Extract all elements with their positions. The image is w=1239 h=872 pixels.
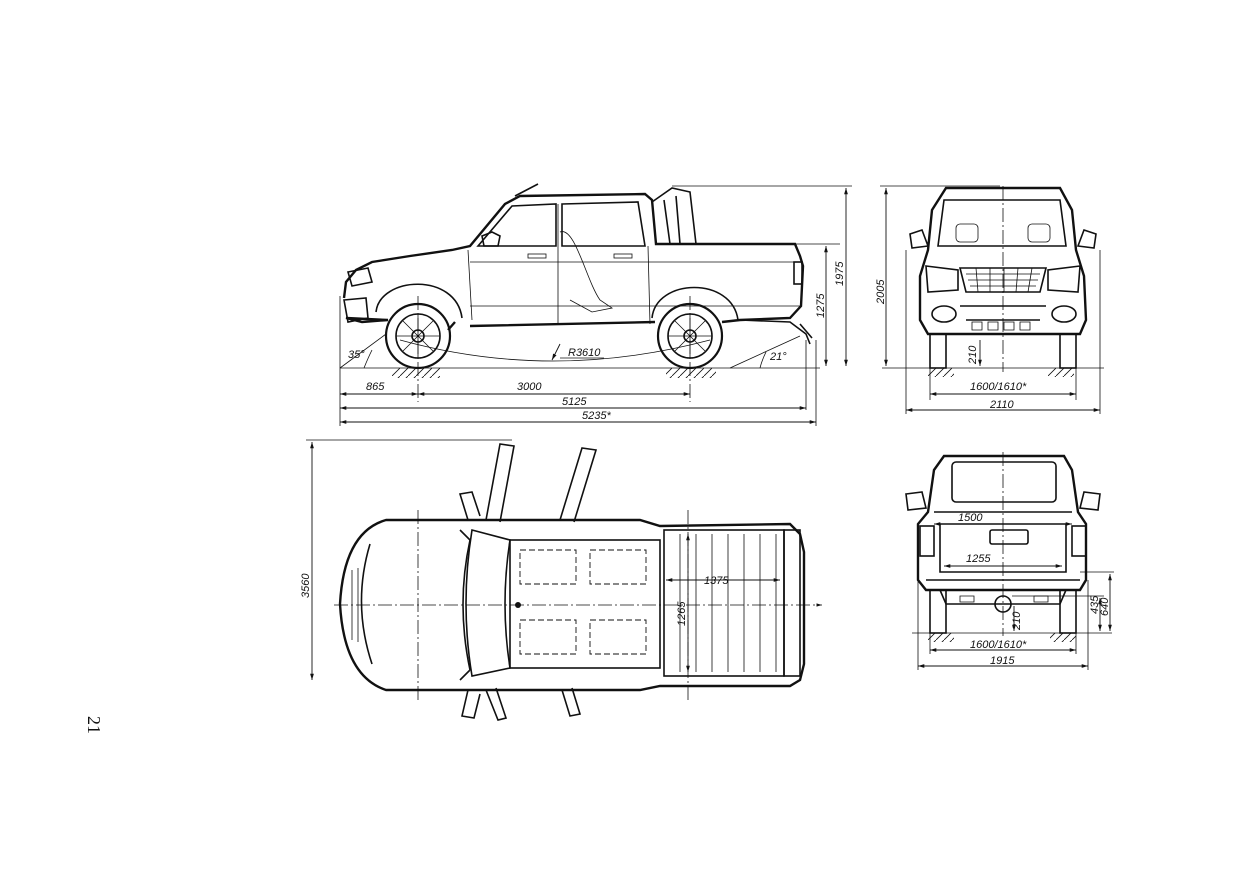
dim-length-alt-label: 5235* — [582, 410, 611, 422]
top-front-door-open-bottom — [485, 687, 508, 721]
dim-height-bed-label: 1275 — [815, 293, 827, 318]
front-headlight-right — [1047, 265, 1081, 293]
front-dim-width-label: 2110 — [989, 399, 1015, 411]
rear-ground-hatch-right — [1050, 633, 1076, 642]
front-dim-clearance-label: 210 — [967, 345, 979, 365]
top-body-outline — [338, 518, 806, 692]
rear-door-handle — [613, 253, 633, 259]
side-ground-hatch-rear — [666, 368, 716, 378]
front-grille — [958, 267, 1048, 293]
top-mirror-left — [458, 491, 481, 521]
top-dim-bed-length-label: 1375 — [704, 575, 729, 587]
front-door-handle — [527, 253, 547, 259]
approach-angle-arc — [363, 349, 373, 369]
rear-ground-hatch-left — [928, 633, 954, 642]
top-roof — [509, 539, 661, 669]
top-bed-ribs — [679, 534, 777, 672]
rear-wheel-left — [929, 589, 947, 634]
rear-tail-light-left — [919, 525, 935, 557]
side-rear-arch — [651, 286, 739, 321]
rear-dim-clearance-label: 210 — [1011, 611, 1023, 631]
front-headlight-left — [925, 265, 959, 293]
departure-angle-line — [729, 335, 801, 369]
front-view: 2005 210 1600/1610* 2110 — [875, 185, 1104, 414]
rear-body-outline — [916, 454, 1088, 592]
rear-tail-light-right — [1071, 525, 1087, 557]
rear-bumper-details — [959, 595, 1049, 603]
side-headlight — [346, 267, 374, 287]
side-ramp-arc — [399, 339, 711, 362]
front-headrest-left — [955, 223, 979, 243]
top-dim-width-label: 3560 — [300, 573, 312, 598]
top-grille-edge — [360, 543, 373, 665]
front-bumper-slots — [971, 321, 1031, 331]
side-front-arch — [375, 283, 463, 319]
side-door-lines — [467, 204, 651, 325]
side-tow-hitch — [739, 319, 813, 345]
side-ramp-radius: R3610 — [568, 347, 601, 359]
departure-angle-arc — [759, 351, 767, 369]
side-rear-window — [561, 201, 646, 247]
front-dim-height-label: 2005 — [875, 279, 887, 305]
front-headrest-right — [1027, 223, 1051, 243]
page-number: 21 — [84, 716, 104, 734]
side-roll-bar — [651, 187, 697, 245]
approach-angle-line — [339, 333, 387, 369]
rear-cab-window — [951, 461, 1057, 503]
top-windshield-base — [459, 529, 471, 681]
side-ramp-leader — [551, 343, 561, 361]
top-seats-hidden — [519, 549, 647, 655]
side-body-outline — [342, 192, 805, 331]
rear-view: 1500 1255 210 435 640 1600/1610* 1915 — [905, 452, 1114, 670]
top-front-door-open-top — [485, 443, 515, 523]
front-mirror-right — [1076, 228, 1097, 249]
dim-height-total-label: 1975 — [834, 261, 846, 286]
approach-angle: 35° — [348, 349, 365, 361]
side-tail-light — [793, 261, 803, 285]
front-wheel-right — [1059, 333, 1077, 369]
front-mirror-left — [909, 228, 930, 249]
dim-wheelbase-label: 3000 — [517, 381, 542, 393]
side-front-window — [476, 203, 557, 247]
side-foglight — [343, 297, 369, 323]
top-rear-door-open-bottom — [561, 687, 582, 717]
front-windshield — [937, 199, 1067, 247]
rear-dim-width-label: 1915 — [990, 655, 1015, 667]
front-foglight-left — [931, 305, 957, 323]
side-antenna — [514, 183, 539, 197]
rear-dim-bed-top-label: 1500 — [958, 512, 983, 524]
front-body-outline — [918, 186, 1088, 336]
front-ground-hatch-left — [928, 368, 954, 377]
front-ground-hatch-right — [1048, 368, 1074, 377]
dim-front-overhang-label: 865 — [366, 381, 385, 393]
side-ground-hatch-front — [392, 368, 440, 378]
front-dim-track-label: 1600/1610* — [970, 381, 1027, 393]
side-view: R3610 35° 21° 865 3000 5125 5235* 1275 1… — [339, 183, 852, 426]
rear-dim-bed-inner-label: 1255 — [966, 553, 991, 565]
top-center-mark — [515, 602, 521, 608]
side-seat-ghost — [559, 231, 614, 313]
front-wheel-left — [929, 333, 947, 369]
rear-dim-hitch-height-label: 435 — [1089, 595, 1101, 614]
top-windshield — [465, 529, 511, 677]
top-rear-door-open-top — [559, 447, 598, 523]
top-view: 3560 1375 1265 — [300, 439, 822, 721]
departure-angle: 21° — [769, 351, 787, 363]
rear-dim-track-label: 1600/1610* — [970, 639, 1027, 651]
rear-mirror-left — [905, 491, 927, 511]
rear-dim-bumper-height-label: 640 — [1099, 597, 1111, 616]
top-dim-bed-width-label: 1265 — [676, 601, 688, 626]
top-tailgate — [783, 529, 801, 677]
dim-length-label: 5125 — [562, 396, 587, 408]
top-mirror-right — [461, 689, 481, 719]
rear-wheel-right — [1059, 589, 1077, 634]
front-foglight-right — [1051, 305, 1077, 323]
rear-mirror-right — [1079, 491, 1101, 511]
side-mirror — [481, 231, 501, 247]
rear-tailgate-handle — [989, 529, 1029, 545]
